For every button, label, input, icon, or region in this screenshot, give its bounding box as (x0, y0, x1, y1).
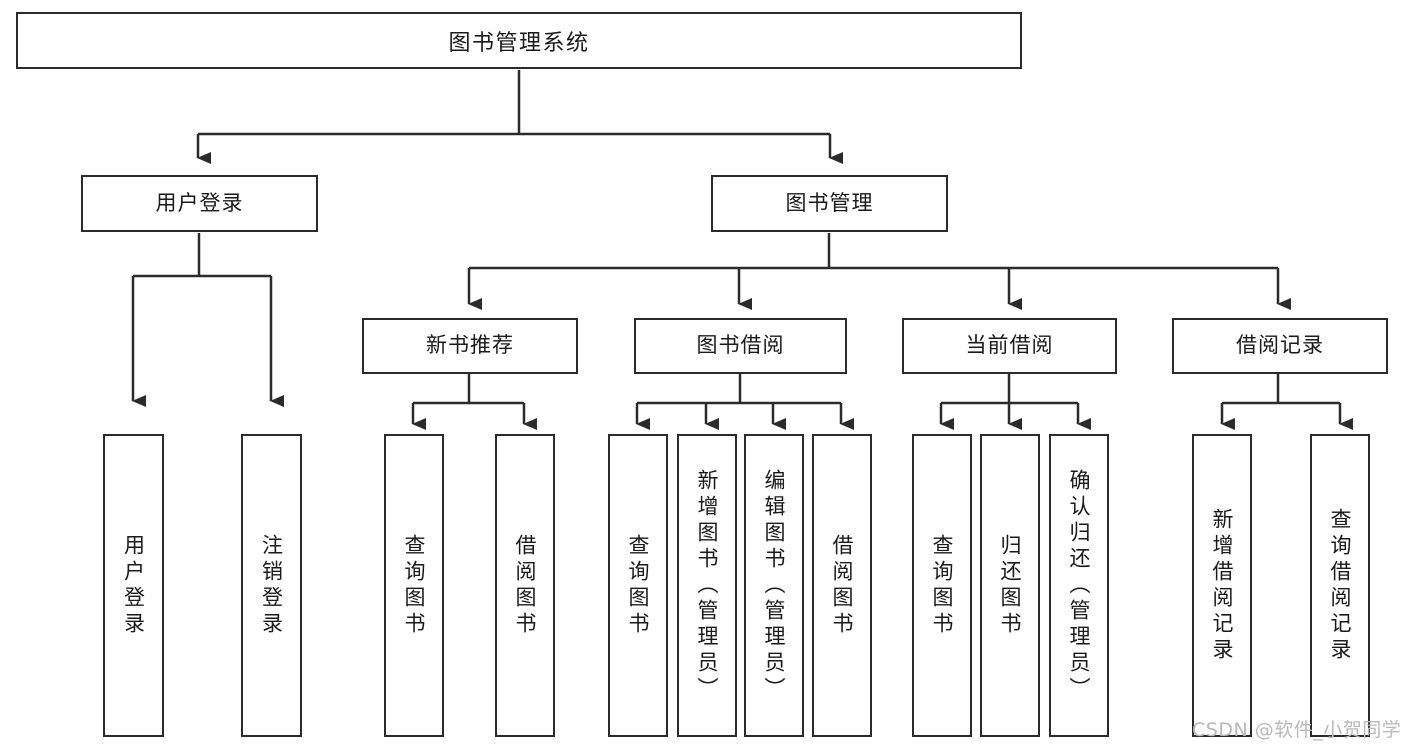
node-current-borrow[interactable]: 当前借阅 (902, 318, 1117, 374)
node-leaf-borrow-edit-book-admin[interactable]: 编辑图书（管理员） (744, 434, 804, 737)
node-label: 借阅图书 (830, 533, 854, 638)
node-book-management-system[interactable]: 图书管理系统 (16, 12, 1022, 69)
node-user-login[interactable]: 用户登录 (81, 175, 318, 232)
node-label: 图书管理系统 (448, 30, 590, 56)
node-book-borrow[interactable]: 图书借阅 (634, 318, 847, 374)
node-label: 查询借阅记录 (1328, 507, 1352, 664)
node-leaf-borrow-add-book-admin[interactable]: 新增图书（管理员） (677, 434, 737, 737)
node-label: 用户登录 (155, 190, 244, 215)
node-label: 新书推荐 (426, 333, 514, 358)
node-leaf-record-add-record[interactable]: 新增借阅记录 (1192, 434, 1252, 737)
node-leaf-user-login[interactable]: 用户登录 (103, 434, 164, 737)
node-label: 归还图书 (998, 533, 1022, 638)
node-borrow-record[interactable]: 借阅记录 (1172, 318, 1388, 374)
node-label: 查询图书 (402, 533, 426, 638)
node-label: 用户登录 (121, 533, 146, 638)
node-leaf-borrow-query-book[interactable]: 查询图书 (608, 434, 668, 737)
node-label: 编辑图书（管理员） (762, 468, 786, 703)
node-label: 查询图书 (626, 533, 650, 638)
node-leaf-current-return-book[interactable]: 归还图书 (980, 434, 1040, 737)
node-leaf-newbook-borrow-book[interactable]: 借阅图书 (495, 434, 555, 737)
node-new-book-recommend[interactable]: 新书推荐 (362, 318, 578, 374)
node-label: 查询图书 (930, 533, 954, 638)
node-leaf-newbook-query-book[interactable]: 查询图书 (384, 434, 444, 737)
node-leaf-borrow-borrow-book[interactable]: 借阅图书 (812, 434, 872, 737)
node-label: 图书管理 (785, 190, 874, 215)
node-label: 图书借阅 (696, 333, 785, 358)
node-leaf-current-query-book[interactable]: 查询图书 (912, 434, 972, 737)
node-label: 借阅记录 (1236, 333, 1324, 358)
node-leaf-logout[interactable]: 注销登录 (241, 434, 302, 737)
node-label: 借阅图书 (513, 533, 537, 638)
node-label: 注销登录 (259, 533, 284, 638)
node-leaf-current-confirm-return-admin[interactable]: 确认归还（管理员） (1049, 434, 1109, 737)
node-book-management[interactable]: 图书管理 (711, 175, 948, 232)
node-label: 新增借阅记录 (1210, 507, 1234, 664)
node-leaf-record-query-record[interactable]: 查询借阅记录 (1310, 434, 1370, 737)
node-label: 确认归还（管理员） (1067, 468, 1091, 703)
node-label: 当前借阅 (965, 333, 1054, 358)
csdn-watermark: CSDN @软件_小贺同学 (1192, 719, 1402, 741)
node-label: 新增图书（管理员） (695, 468, 719, 703)
